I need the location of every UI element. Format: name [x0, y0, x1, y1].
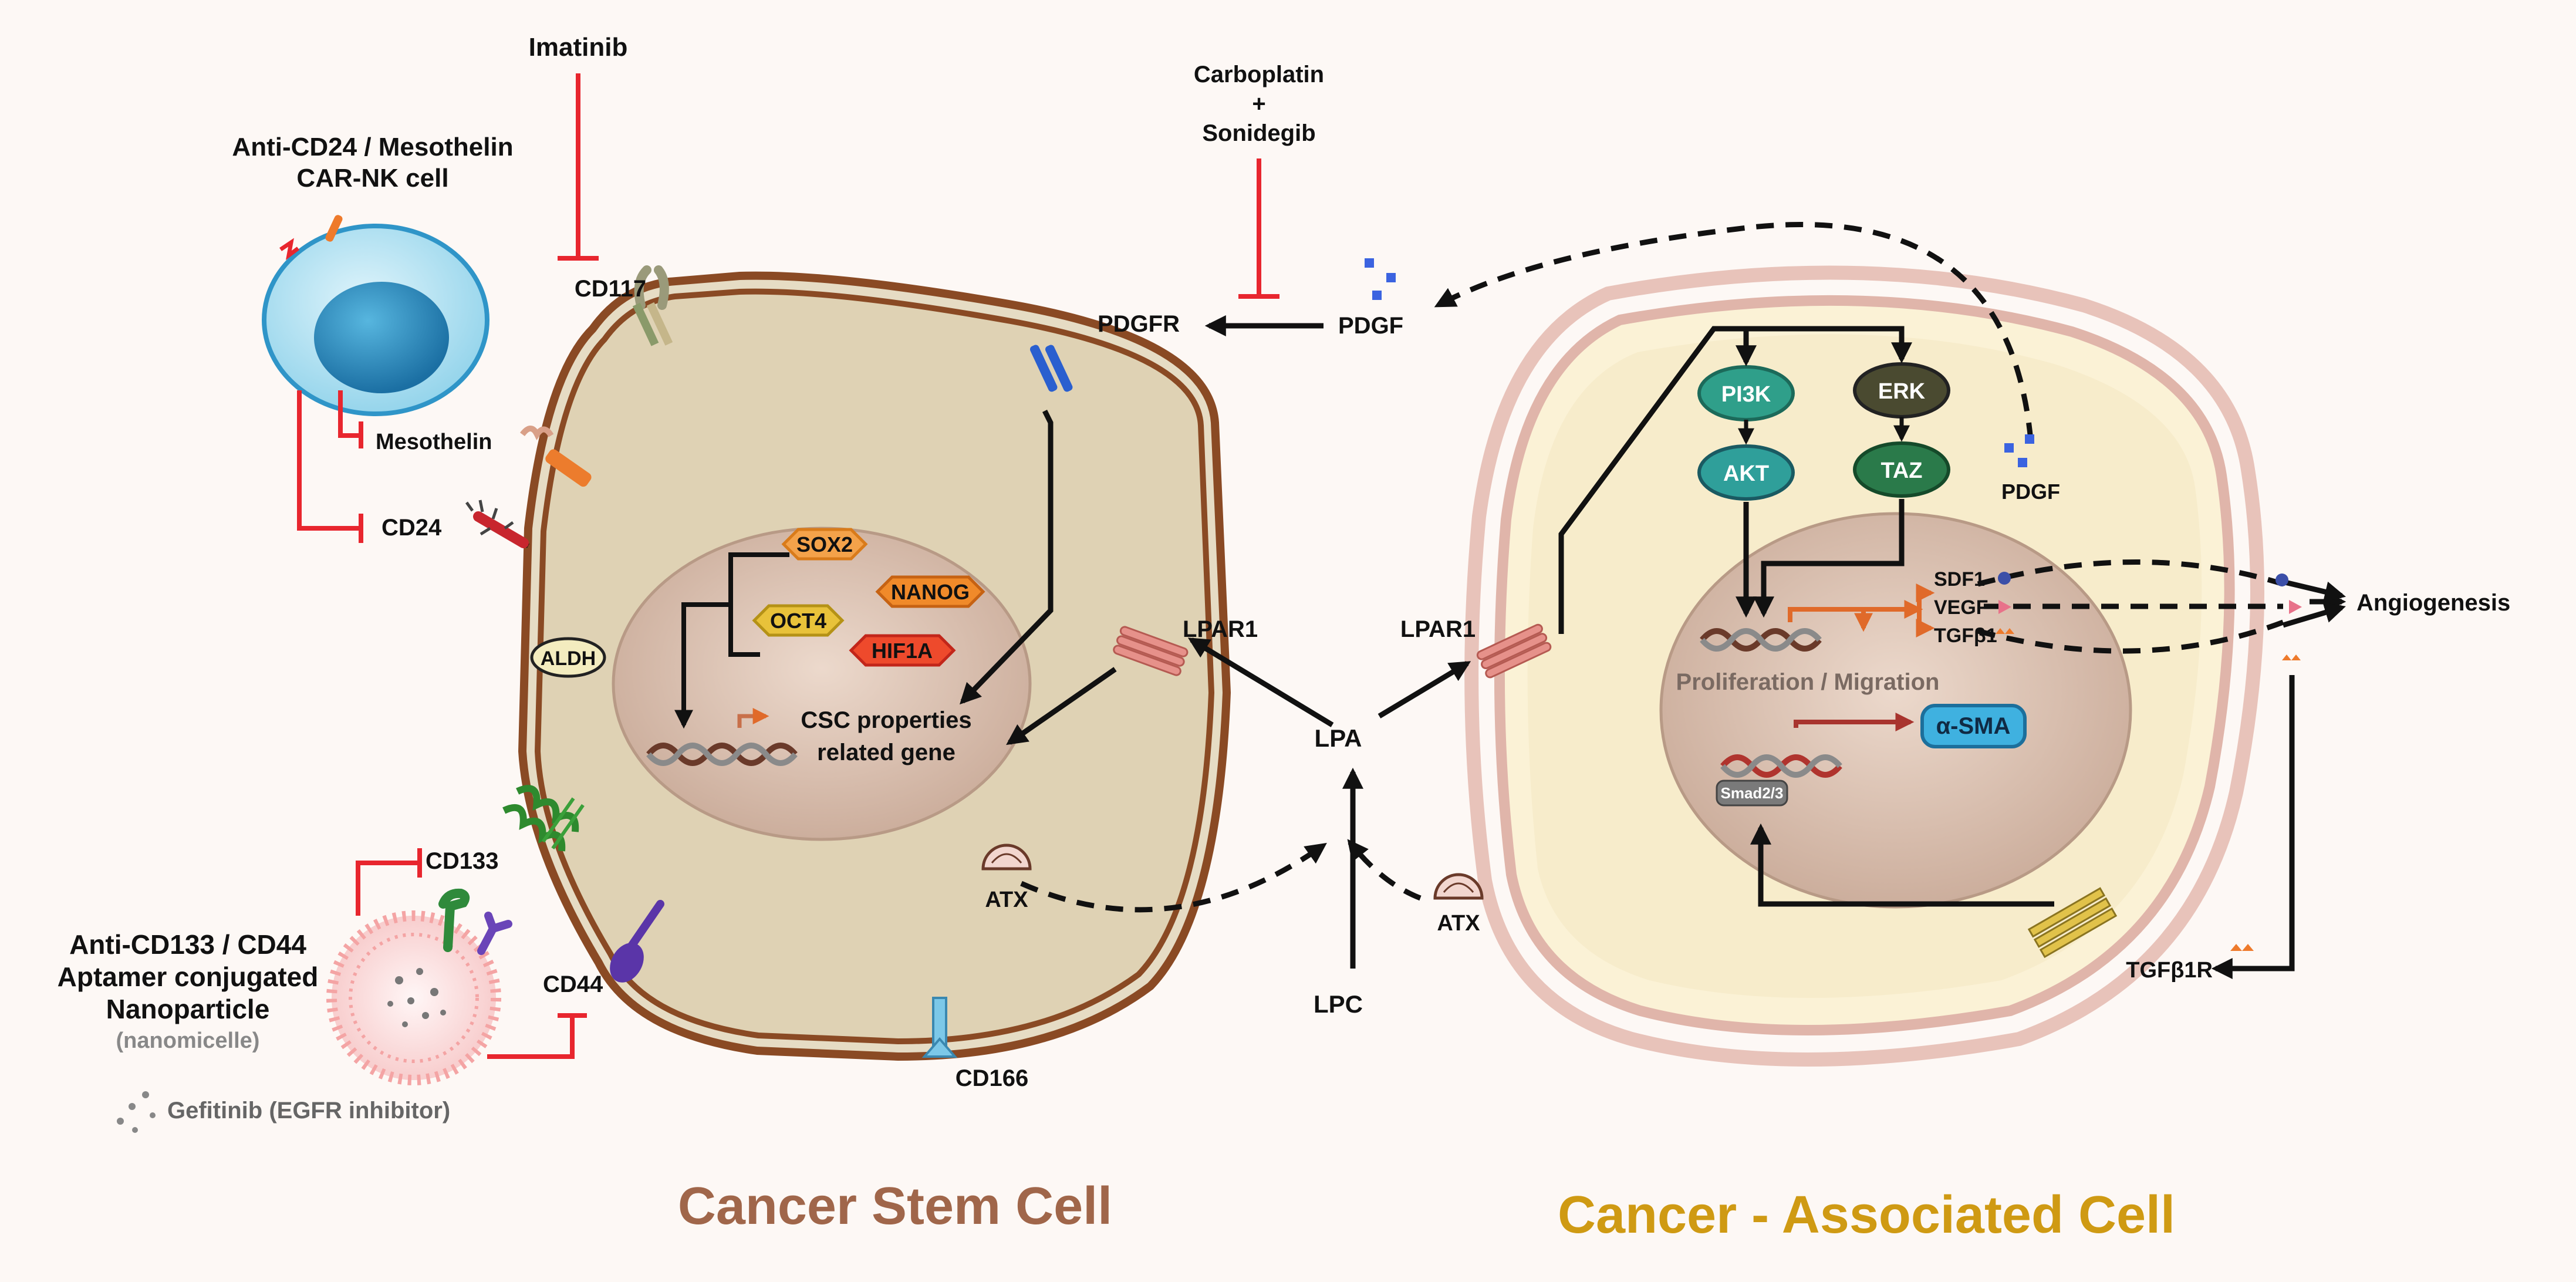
smad-badge	[1716, 780, 1788, 807]
cd166-receptor	[921, 997, 958, 1058]
csc-title: Cancer Stem Cell	[678, 1177, 1112, 1236]
sdf1-ligand-far	[2275, 573, 2288, 586]
car-nk-label-1: Anti-CD24 / Mesothelin	[232, 133, 513, 161]
akt-oval	[1697, 444, 1795, 501]
np-label-3: Nanoparticle	[106, 994, 270, 1024]
taz-oval	[1853, 441, 1950, 498]
vegf-label: VEGF	[1934, 596, 1988, 619]
aptamer-green	[438, 888, 470, 952]
cd24-label: CD24	[381, 515, 442, 541]
aldh-label: ALDH	[541, 647, 596, 670]
csc-nucleus	[612, 527, 1032, 841]
cancer-associated-cell	[1464, 265, 2264, 1067]
tgfb1r-label: TGFβ1R	[2126, 958, 2213, 983]
pdgfr-receptor	[1029, 345, 1073, 392]
cd117-receptor	[632, 265, 673, 346]
pdgfr-label: PDGFR	[1098, 311, 1180, 337]
atx-right-icon	[1433, 873, 1484, 900]
cd133-receptor	[502, 785, 585, 852]
np-label-2: Aptamer conjugated	[58, 962, 319, 992]
pdgf-squares-right	[2004, 434, 2034, 467]
akt-label: AKT	[1723, 461, 1769, 486]
sdf1-label: SDF1	[1934, 568, 1985, 591]
imatinib-label: Imatinib	[529, 33, 628, 62]
cac-title: Cancer - Associated Cell	[1558, 1186, 2175, 1244]
pdgf-label-right: PDGF	[2001, 480, 2060, 504]
car-receptor-red	[279, 238, 300, 261]
angiogenesis-label: Angiogenesis	[2356, 590, 2510, 616]
tgfb1-ligand-far	[2282, 655, 2301, 660]
cd44-receptor	[610, 900, 664, 983]
np-label-1: Anti-CD133 / CD44	[69, 929, 306, 960]
csc-lpar1-label: LPAR1	[1183, 616, 1258, 642]
csc-gene-label-1: CSC properties	[801, 707, 971, 733]
csc-tf-group	[674, 528, 985, 729]
gefitinib-dots-in-np	[387, 968, 446, 1027]
oct4-label: OCT4	[770, 609, 826, 633]
car-receptor-orange	[325, 215, 343, 242]
car-nk-label-2: CAR-NK cell	[296, 164, 448, 193]
tgfb1r-receptor	[2027, 887, 2118, 959]
gefitinib-legend-dots	[117, 1091, 156, 1133]
csc-gene-arrow	[737, 708, 769, 728]
mesothelin-receptor	[520, 426, 592, 487]
plus-label: +	[1252, 91, 1265, 117]
erk-label: ERK	[1878, 379, 1926, 404]
signal-arrows	[959, 315, 2295, 979]
nanog-badge	[875, 575, 985, 608]
inhibition-lines	[297, 73, 1279, 1059]
cac-lpar1-receptor	[1476, 623, 1552, 679]
asma-label: α-SMA	[1936, 713, 2011, 739]
np-label-4: (nanomicelle)	[116, 1028, 260, 1053]
pdgf-label-middle: PDGF	[1338, 313, 1403, 339]
sox2-badge	[781, 528, 868, 561]
cac-nucleus	[1659, 512, 2132, 909]
tgfb1-ligand-receptor	[2230, 944, 2254, 951]
pdgf-squares-left	[1365, 258, 1396, 300]
lpa-label: LPA	[1315, 724, 1362, 752]
sdf1-ligand	[1998, 572, 2011, 585]
nanoparticle	[326, 888, 512, 1085]
taz-label: TAZ	[1880, 458, 1922, 483]
gefitinib-label: Gefitinib (EGFR inhibitor)	[167, 1098, 450, 1124]
oct4-badge	[752, 604, 845, 637]
atx-left-label: ATX	[985, 888, 1028, 912]
tgfb1-ligand	[1996, 628, 2014, 634]
vegf-ligand	[1998, 600, 2011, 614]
cd44-label: CD44	[543, 971, 603, 997]
cd166-label: CD166	[956, 1065, 1029, 1091]
csc-gene-label-2: related gene	[817, 740, 956, 765]
csc-dna	[646, 743, 798, 766]
sonidegib-label: Sonidegib	[1202, 120, 1315, 146]
atx-left-icon	[981, 844, 1032, 871]
mesothelin-label: Mesothelin	[376, 430, 492, 454]
nanog-label: NANOG	[891, 580, 970, 604]
aldh-marker	[530, 637, 606, 678]
cac-dna-top	[1700, 628, 1822, 652]
lpc-label: LPC	[1314, 990, 1363, 1018]
dashed-arrows	[1020, 222, 2284, 913]
vegf-ligand-far	[2289, 600, 2302, 614]
car-nk-cell	[262, 215, 489, 416]
asma-badge	[1920, 704, 2027, 748]
cd117-label: CD117	[575, 276, 646, 302]
cd24-receptor	[465, 500, 530, 548]
cac-lpar1-label: LPAR1	[1400, 616, 1476, 642]
smad-label: Smad2/3	[1721, 784, 1784, 802]
proliferation-label: Proliferation / Migration	[1676, 669, 1940, 695]
cac-dna-bottom	[1720, 754, 1842, 778]
pi3k-label: PI3K	[1721, 382, 1771, 407]
tgfb1-label: TGFβ1	[1934, 625, 1997, 647]
aptamer-purple	[477, 912, 512, 955]
atx-right-label: ATX	[1437, 911, 1480, 936]
csc-lpar1-receptor	[1113, 626, 1189, 676]
carboplatin-label: Carboplatin	[1194, 62, 1324, 87]
cd133-label: CD133	[426, 848, 499, 874]
hif1a-label: HIF1A	[872, 639, 933, 663]
hif1a-badge	[849, 634, 956, 667]
sox2-label: SOX2	[796, 532, 853, 556]
